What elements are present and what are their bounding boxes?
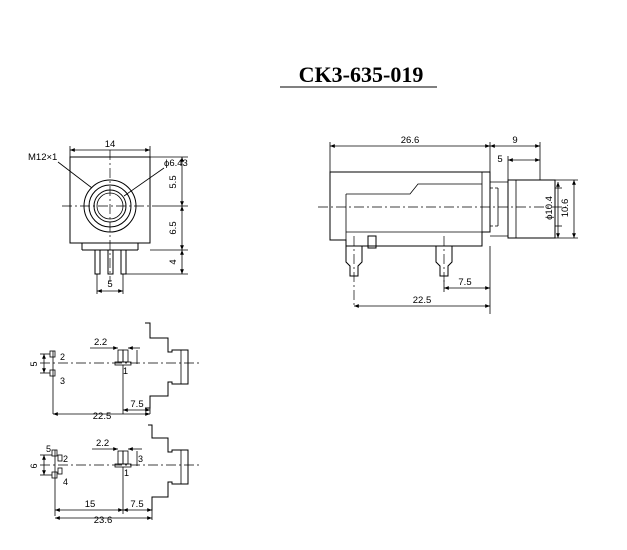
footprint-a-profile bbox=[145, 322, 189, 409]
dim-b-front-label: 7.5 bbox=[130, 499, 143, 510]
footprint-b-pin-2 bbox=[57, 454, 63, 462]
dim-a-gap-label: 5 bbox=[29, 361, 39, 366]
footprint-a-pad bbox=[117, 349, 124, 363]
dim-lower-height-label: 6.5 bbox=[168, 221, 179, 234]
dim-pin-pitch-label: 5 bbox=[107, 279, 112, 290]
footprint-b-pin-4 bbox=[51, 471, 58, 479]
dim-a-span-label: 22.5 bbox=[93, 411, 112, 422]
dim-upper-height-label: 5.5 bbox=[168, 175, 179, 188]
dim-pin-length-label: 4 bbox=[168, 259, 179, 264]
dim-a-offset-label: 2.2 bbox=[94, 337, 107, 348]
dim-inner-diameter-label: ϕ10.4 bbox=[544, 196, 555, 220]
footprint-a-label-2: 2 bbox=[60, 352, 65, 362]
side-pin-mid bbox=[367, 235, 377, 249]
dim-pin-offset-label: 7.5 bbox=[458, 277, 471, 288]
front-pin-center bbox=[107, 249, 114, 275]
front-pin-left bbox=[94, 249, 101, 275]
hole-leader bbox=[123, 167, 165, 197]
dim-nut-length-label: 9 bbox=[512, 135, 517, 146]
thread-label: M12×1 bbox=[28, 152, 57, 163]
dim-nut-step-label: 5 bbox=[497, 154, 502, 165]
dim-b-offset-label: 2.2 bbox=[96, 438, 109, 449]
hole-diameter-label: ϕ6.43 bbox=[164, 158, 188, 169]
side-upper-step bbox=[346, 183, 482, 195]
front-pin-right bbox=[120, 249, 127, 275]
footprint-a-pin-2 bbox=[49, 350, 56, 358]
footprint-b: 6 5 2 4 3 1 2.2 15 7.5 23.6 bbox=[29, 424, 200, 526]
footprint-b-label-2: 2 bbox=[63, 454, 68, 464]
footprint-b-label-3: 3 bbox=[138, 454, 143, 464]
dim-body-length-label: 26.6 bbox=[401, 135, 420, 146]
footprint-b-pad-base bbox=[114, 463, 132, 468]
footprint-b-label-4: 4 bbox=[63, 477, 68, 487]
title-block: CK3-635-019 bbox=[280, 62, 437, 88]
thread-leader bbox=[57, 161, 93, 189]
footprint-b-pad bbox=[117, 450, 124, 465]
side-nut-outline bbox=[507, 179, 556, 239]
dim-outer-height-label: 10.6 bbox=[560, 199, 571, 218]
side-view: 26.6 9 5 ϕ10.4 10.6 7.5 22.5 bbox=[318, 135, 578, 314]
footprint-a-pin-3 bbox=[49, 369, 56, 377]
drawing-title: CK3-635-019 bbox=[299, 62, 424, 87]
dim-width-label: 14 bbox=[105, 139, 116, 150]
footprint-a: 5 2 3 1 2.2 7.5 22.5 bbox=[29, 322, 200, 422]
dim-b-span-label: 23.6 bbox=[94, 515, 113, 526]
footprint-a-pad bbox=[122, 349, 129, 363]
footprint-b-pin-5 bbox=[51, 449, 58, 457]
front-view: 14 M12×1 ϕ6.43 5.5 6.5 4 5 bbox=[28, 139, 188, 294]
dim-pin-span-label: 22.5 bbox=[413, 295, 432, 306]
dim-a-front-label: 7.5 bbox=[130, 399, 143, 410]
footprint-b-label-5: 5 bbox=[46, 444, 51, 454]
footprint-a-label-3: 3 bbox=[60, 376, 65, 386]
footprint-b-pad bbox=[122, 450, 129, 465]
footprint-b-label-1: 1 bbox=[124, 468, 129, 478]
dim-b-mid-label: 15 bbox=[85, 499, 96, 510]
footprint-b-pin-2b bbox=[57, 467, 63, 475]
footprint-a-label-1: 1 bbox=[123, 366, 128, 376]
side-body-outline bbox=[329, 171, 491, 247]
footprint-a-pad-base bbox=[114, 361, 132, 366]
dim-b-gap-label: 6 bbox=[29, 463, 39, 468]
footprint-b-profile bbox=[148, 424, 189, 511]
